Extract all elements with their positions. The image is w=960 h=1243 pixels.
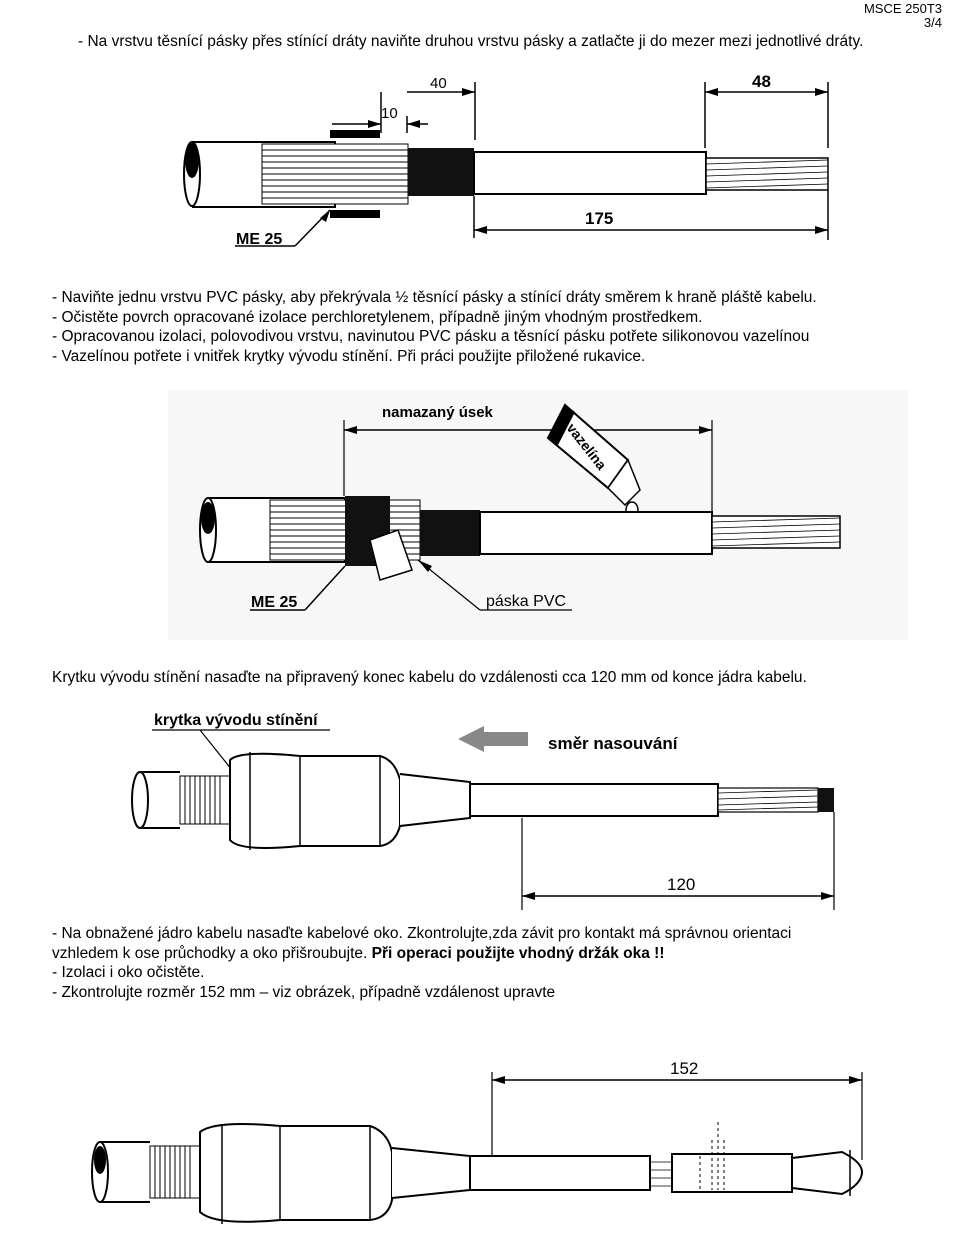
instruction-line: - Zkontrolujte rozměr 152 mm – viz obráz…: [52, 983, 556, 1001]
instruction-line: - Očistěte povrch opracované izolace per…: [52, 308, 703, 326]
me25-label-figure1: ME 25: [236, 231, 282, 248]
pvc-tape-label: páska PVC: [486, 593, 566, 610]
instruction-line: - Naviňte jednu vrstvu PVC pásky, aby př…: [52, 289, 817, 306]
page-header: MSCE 250T3 3/4: [864, 2, 942, 30]
instruction-block-2: - Naviňte jednu vrstvu PVC pásky, aby př…: [52, 288, 817, 366]
dimension-175-label: 175: [585, 209, 613, 228]
cap-label: krytka vývodu stínění: [154, 712, 318, 729]
direction-arrow-icon: [458, 726, 528, 752]
dimension-10-label: 10: [381, 105, 398, 122]
instruction-block-4: - Na obnažené jádro kabelu nasaďte kabel…: [52, 924, 791, 1002]
instruction-line: - Vazelínou potřete i vnitřek krytky výv…: [52, 347, 646, 365]
instruction-text: vzhledem k ose průchodky a oko přišroubu…: [52, 944, 372, 962]
document-code: MSCE 250T3: [863, 1, 942, 16]
instruction-line: - Izolaci i oko očistěte.: [52, 964, 205, 981]
dimension-48-label: 48: [752, 72, 771, 91]
instruction-step-3: Krytku vývodu stínění nasaďte na připrav…: [52, 669, 807, 686]
warning-text: Při operaci použijte vhodný držák oka !!: [371, 944, 665, 962]
instruction-line: vzhledem k ose průchodky a oko přišroubu…: [52, 944, 791, 964]
page-number: 3/4: [923, 15, 942, 30]
instruction-line: - Na obnažené jádro kabelu nasaďte kabel…: [52, 925, 792, 942]
direction-label: směr nasouvání: [548, 734, 679, 753]
greased-section-label: namazaný úsek: [382, 404, 494, 421]
dimension-40-label: 40: [430, 75, 447, 92]
instruction-line: - Opracovanou izolaci, polovodivou vrstv…: [52, 328, 810, 345]
instruction-step-1: - Na vrstvu těsnící pásky přes stínící d…: [78, 33, 864, 50]
vaseline-tube: vazelína: [546, 403, 641, 519]
dimension-120-label: 120: [667, 875, 695, 894]
me25-label-figure2: ME 25: [251, 594, 297, 611]
dimension-152-label: 152: [670, 1059, 698, 1078]
